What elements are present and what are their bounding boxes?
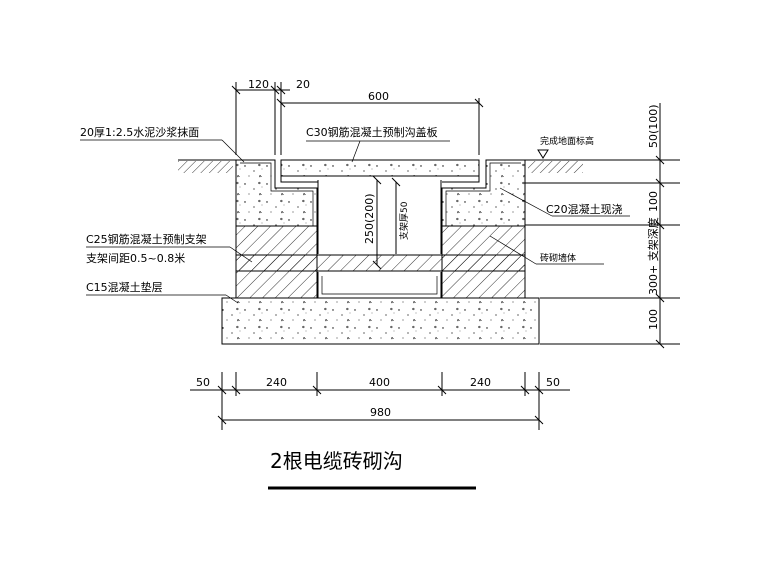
dim-50-left: 50 xyxy=(196,376,210,389)
label-ground: 完成地面标高 xyxy=(540,135,594,147)
label-bracket: C25钢筋混凝土预制支架 xyxy=(86,232,207,246)
dim-300: 300+ 支架深度 xyxy=(646,217,660,295)
dim-240-left: 240 xyxy=(266,376,287,389)
dim-20: 20 xyxy=(296,78,310,91)
bracket-slab xyxy=(235,254,526,272)
dim-bracket-50: 支架厚50 xyxy=(398,201,410,240)
c15-base xyxy=(221,297,540,345)
label-cover: C30钢筋混凝土预制沟盖板 xyxy=(306,125,438,139)
top-dimensions: 120 20 600 xyxy=(231,78,484,155)
dim-600: 600 xyxy=(368,90,389,103)
cover-slab xyxy=(280,159,480,177)
annotations: 20厚1:2.5水泥沙浆抹面 C30钢筋混凝土预制沟盖板 完成地面标高 C20混… xyxy=(80,125,630,304)
label-c15: C15混凝土垫层 xyxy=(86,280,163,294)
dim-240-right: 240 xyxy=(470,376,491,389)
inner-dimensions: 250(200) 支架厚50 xyxy=(363,175,410,270)
dim-50-100: 50(100) xyxy=(647,104,660,148)
right-dimensions: 50(100) 100 300+ 支架深度 100 xyxy=(525,103,680,349)
dim-100-b: 100 xyxy=(647,309,660,330)
label-bracket-spacing: 支架间距0.5~0.8米 xyxy=(86,252,185,265)
label-brick: 砖砌墙体 xyxy=(540,252,576,264)
drawing-title: 2根电缆砖砌沟 xyxy=(270,449,403,473)
label-c20: C20混凝土现浇 xyxy=(546,202,623,216)
dim-250-200: 250(200) xyxy=(363,193,376,244)
dim-100-a: 100 xyxy=(647,191,660,212)
dim-120: 120 xyxy=(248,78,269,91)
bottom-dimensions: 50 240 400 240 50 980 xyxy=(190,372,570,430)
dim-400: 400 xyxy=(369,376,390,389)
dim-50-right: 50 xyxy=(546,376,560,389)
dim-980: 980 xyxy=(370,406,391,419)
label-plaster: 20厚1:2.5水泥沙浆抹面 xyxy=(80,125,199,139)
